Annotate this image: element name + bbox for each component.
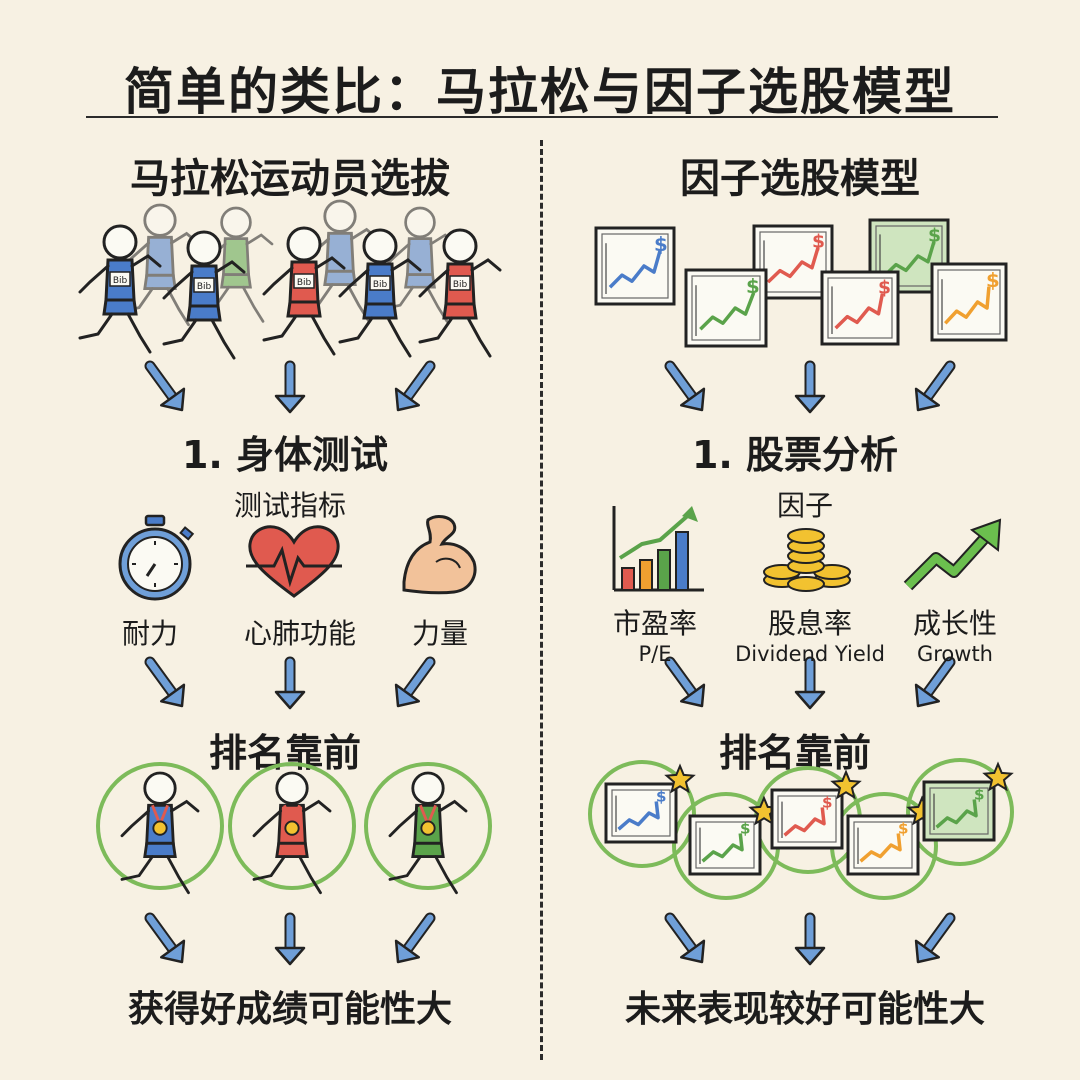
top-stock-card-1: $ — [688, 814, 762, 876]
svg-text:$: $ — [986, 269, 1000, 292]
stock-chart-card-5: $ — [820, 270, 900, 346]
svg-text:Bib: Bib — [373, 280, 388, 290]
metric-strength: 力量 — [411, 617, 468, 650]
left-rank-heading: 排名靠前 — [208, 731, 361, 775]
right-arrow-2-c — [914, 912, 956, 964]
flexed-arm-icon — [402, 515, 477, 595]
left-arrow-1-b — [274, 656, 306, 710]
svg-text:$: $ — [812, 232, 825, 253]
metric-endurance: 耐力 — [121, 617, 178, 650]
right-arrow-0-a — [664, 360, 706, 412]
svg-text:Bib: Bib — [453, 280, 468, 290]
left-step1-heading: 1. 身体测试 — [181, 433, 389, 477]
left-result: 获得好成绩可能性大 — [127, 989, 452, 1030]
svg-text:Bib: Bib — [297, 278, 312, 288]
left-arrow-0-c — [394, 360, 436, 412]
svg-text:$: $ — [974, 785, 985, 803]
svg-text:$: $ — [746, 275, 760, 298]
left-arrow-2-b — [274, 912, 306, 966]
svg-text:Bib: Bib — [113, 276, 128, 286]
metric-cardio: 心肺功能 — [243, 617, 356, 650]
green-highlight-circle — [364, 762, 492, 890]
left-arrow-2-c — [394, 912, 436, 964]
right-arrow-1-c — [914, 656, 956, 708]
left-column-heading: 马拉松运动员选拔 — [130, 156, 450, 202]
right-arrow-0-c — [914, 360, 956, 412]
right-result: 未来表现较好可能性大 — [624, 989, 985, 1030]
runner-front-4: Bib — [338, 228, 422, 358]
page-title: 简单的类比：马拉松与因子选股模型 — [124, 63, 956, 121]
column-divider — [540, 140, 543, 1060]
svg-text:$: $ — [898, 819, 909, 837]
green-highlight-circle — [228, 762, 356, 890]
factor-title: 因子 — [776, 489, 833, 522]
factor-pe-label: 市盈率 — [612, 607, 697, 640]
stopwatch-icon — [118, 514, 195, 601]
left-arrow-1-a — [144, 656, 186, 708]
stock-chart-card-6: $ — [930, 262, 1008, 342]
medal-runner-1 — [252, 771, 332, 895]
left-arrow-2-a — [144, 912, 186, 964]
svg-text:$: $ — [740, 819, 751, 837]
left-arrow-0-b — [274, 360, 306, 414]
heart-icon — [246, 525, 342, 598]
top-stock-card-0: $ — [604, 782, 678, 844]
medal-runner-0 — [120, 771, 200, 895]
svg-text:$: $ — [928, 226, 941, 247]
growth-arrow-icon — [903, 518, 1002, 591]
green-highlight-circle — [588, 760, 696, 868]
star-icon — [830, 769, 862, 800]
top-stock-card-4: $ — [922, 780, 996, 842]
right-arrow-2-b — [794, 912, 826, 966]
top-stock-card-3: $ — [846, 814, 920, 876]
svg-text:$: $ — [654, 233, 668, 256]
factor-pe-en: P/E — [638, 642, 672, 666]
left-arrow-1-c — [394, 656, 436, 708]
bar-chart-icon — [612, 506, 704, 592]
right-step1-heading: 1. 股票分析 — [691, 433, 899, 477]
runner-front-5: Bib — [418, 228, 502, 358]
svg-text:Bib: Bib — [197, 282, 212, 292]
runner-back-3 — [300, 199, 380, 323]
green-highlight-circle — [96, 762, 224, 890]
top-stock-card-2: $ — [770, 788, 844, 850]
stock-chart-card-4: $ — [684, 268, 768, 348]
right-arrow-0-b — [794, 360, 826, 414]
right-arrow-2-a — [664, 912, 706, 964]
right-arrow-1-a — [664, 656, 706, 708]
factor-dividend-en: Dividend Yield — [735, 642, 885, 666]
runner-front-3: Bib — [262, 226, 346, 356]
factor-dividend-label: 股息率 — [767, 607, 852, 640]
medal-runner-2 — [388, 771, 468, 895]
runner-back-1 — [120, 203, 200, 327]
test-indicator-title: 测试指标 — [233, 489, 346, 522]
star-icon — [664, 763, 696, 794]
factor-growth-label: 成长性 — [912, 607, 997, 640]
stock-chart-card-1: $ — [594, 226, 676, 306]
svg-text:$: $ — [822, 793, 833, 811]
svg-text:$: $ — [656, 787, 667, 805]
svg-text:$: $ — [878, 278, 891, 299]
green-highlight-circle — [906, 758, 1014, 866]
coin-stack-icon — [763, 528, 851, 592]
runner-front-2: Bib — [162, 230, 246, 360]
title-underline — [86, 116, 998, 118]
runner-front-1: Bib — [78, 224, 162, 354]
star-icon — [982, 761, 1014, 792]
factor-growth-en: Growth — [916, 642, 993, 666]
right-column-heading: 因子选股模型 — [680, 156, 920, 202]
right-arrow-1-b — [794, 656, 826, 710]
left-arrow-0-a — [144, 360, 186, 412]
